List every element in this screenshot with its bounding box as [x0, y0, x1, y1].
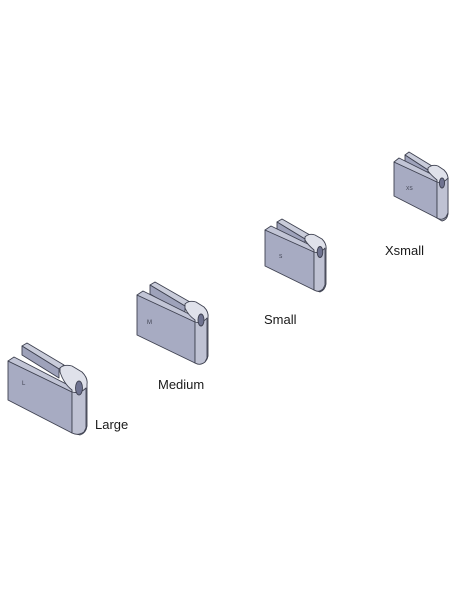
- part-medium: M: [136, 281, 209, 365]
- part-xsmall-engraving: XS: [406, 186, 413, 192]
- part-small: S: [264, 218, 327, 293]
- part-large: L: [7, 342, 88, 436]
- part-xsmall: XS: [393, 151, 449, 222]
- label-medium: Medium: [158, 377, 205, 392]
- part-medium-engraving: M: [147, 320, 152, 326]
- part-large-engraving: L: [22, 381, 26, 387]
- part-small-engraving: S: [279, 254, 283, 260]
- label-large: Large: [95, 417, 129, 432]
- label-xsmall: Xsmall: [385, 243, 425, 258]
- label-small: Small: [264, 312, 297, 327]
